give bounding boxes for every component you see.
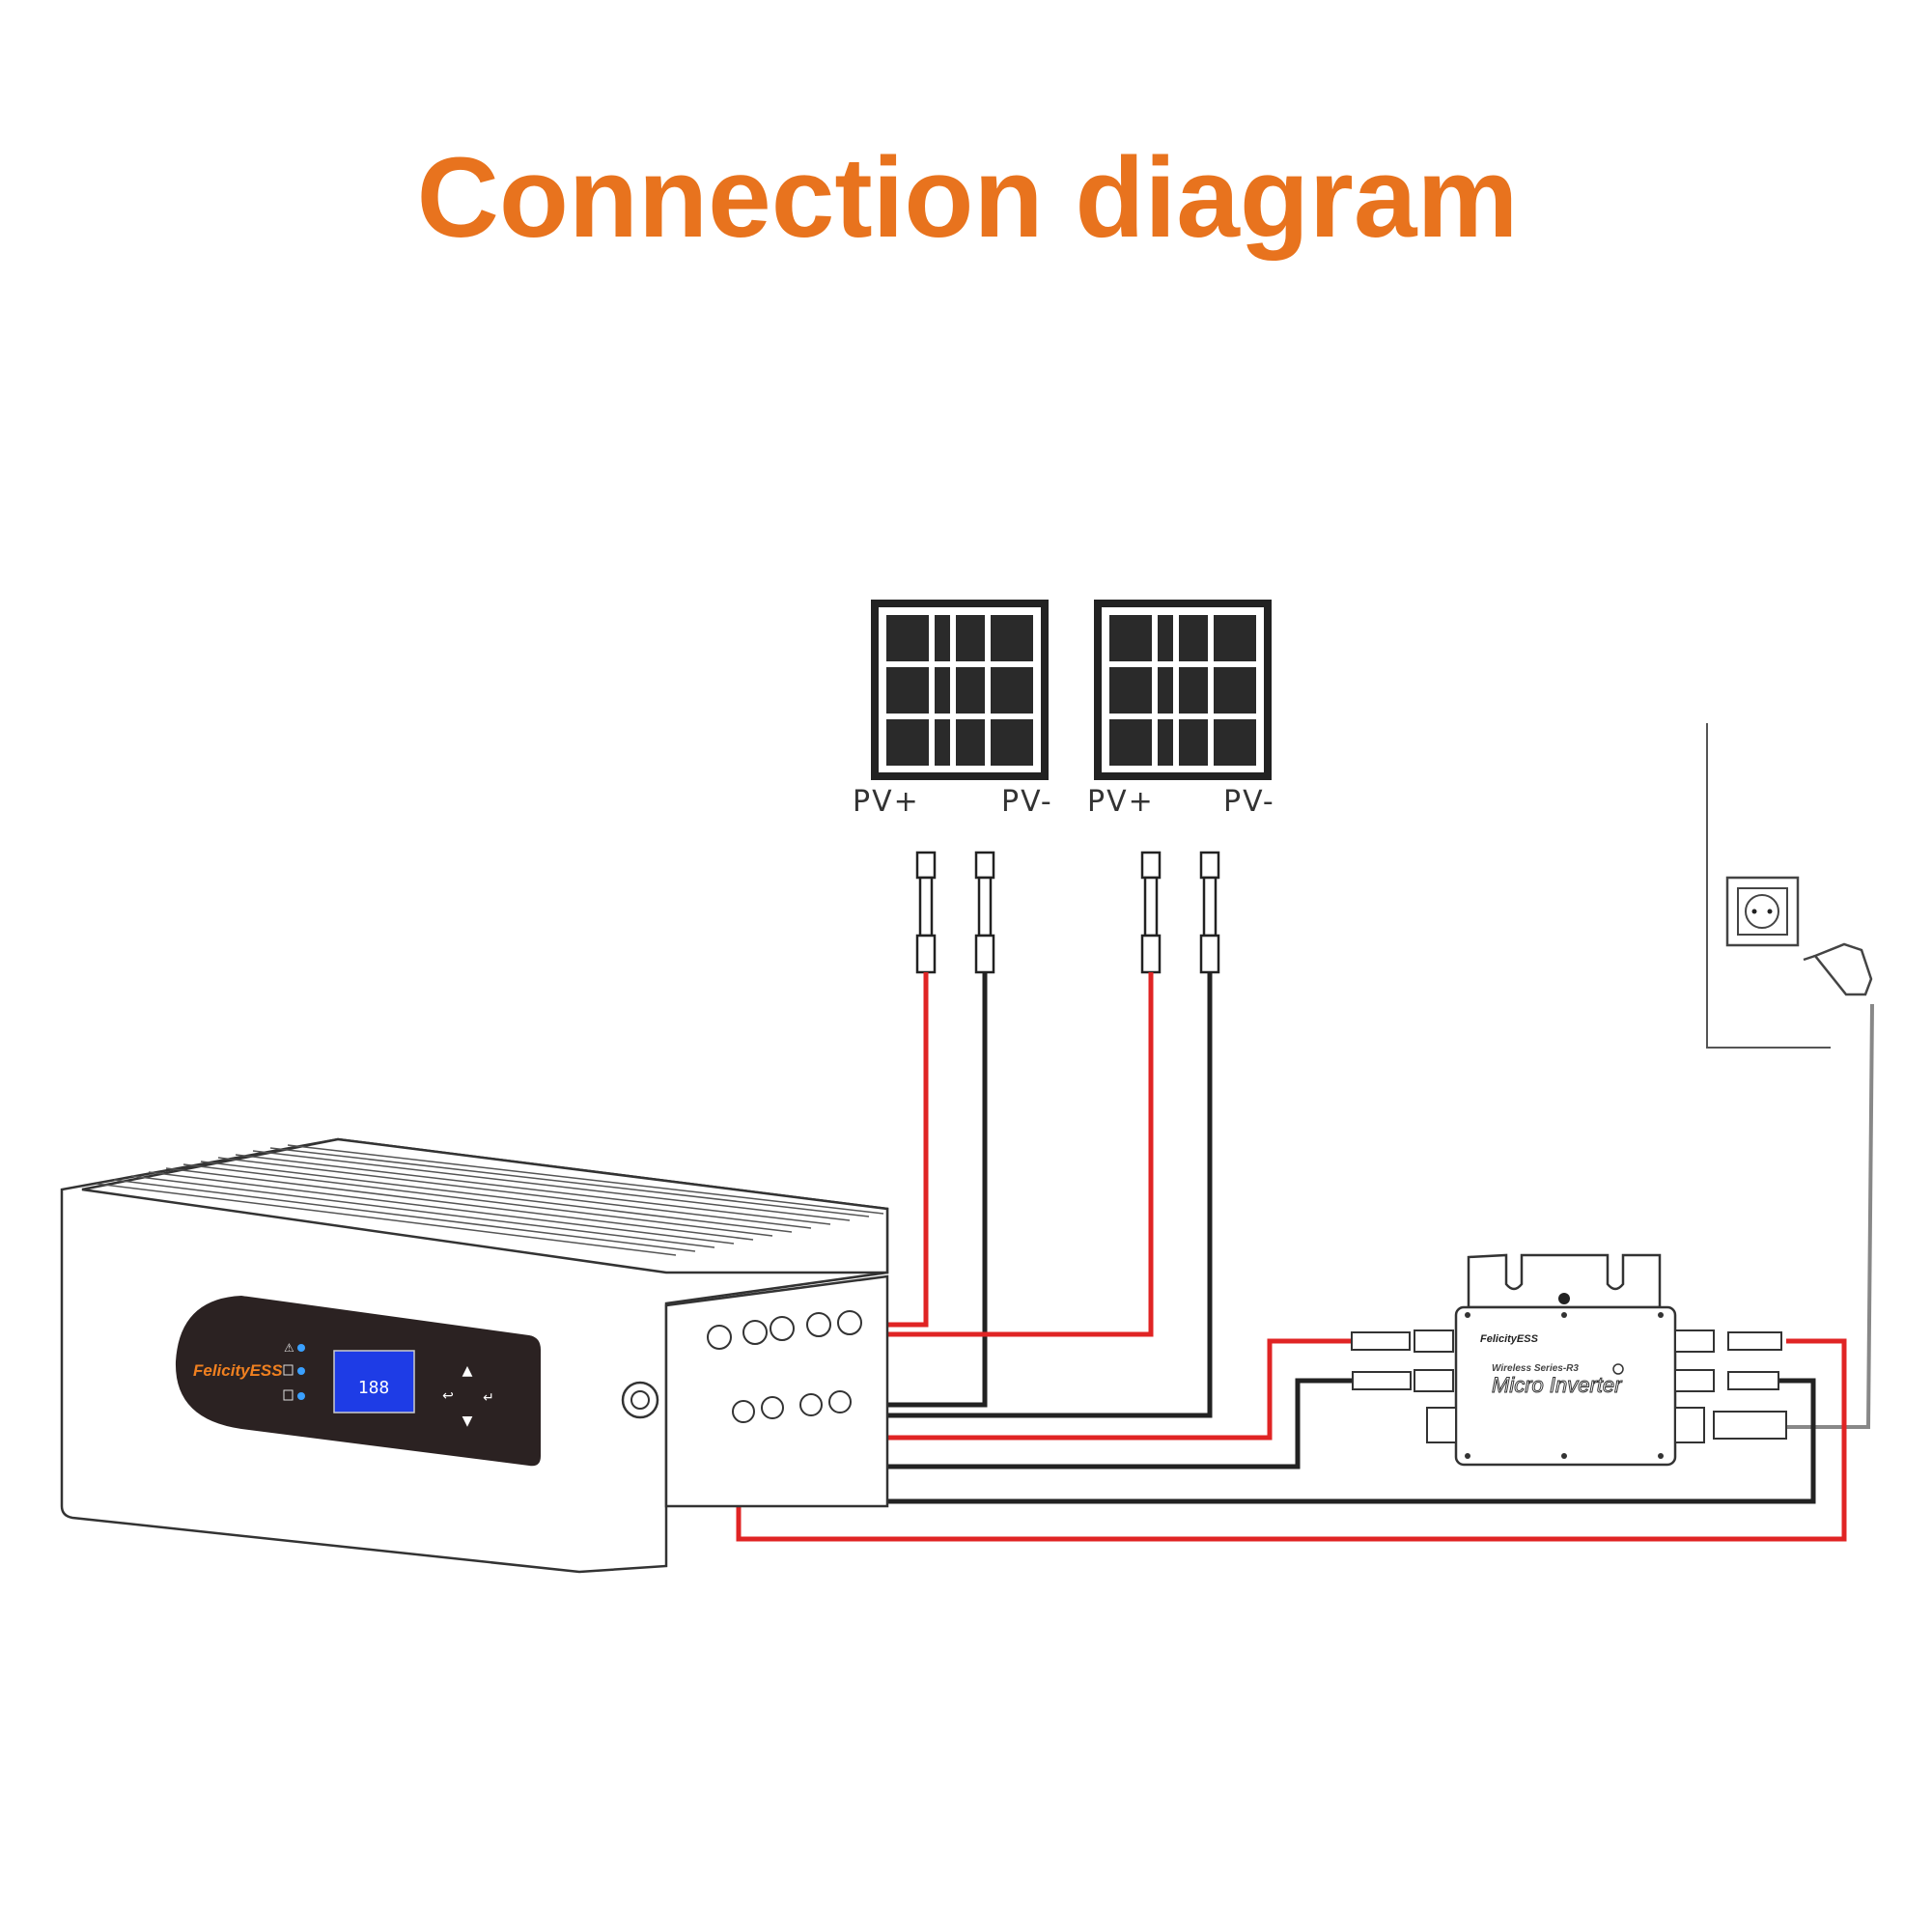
diagram-title: Connection diagram [417, 134, 1519, 262]
lcd-screen [333, 1350, 415, 1413]
solar-panel-1 [871, 600, 1049, 780]
down-button[interactable]: ▼ [462, 1413, 473, 1429]
side-connector-panel [664, 1274, 889, 1508]
ac-cord [1786, 1003, 1874, 1429]
panel-1-pv-minus-label: PV- [1001, 785, 1053, 819]
mc4-connector-icon [915, 851, 937, 974]
panel-2-pv-minus-label: PV- [1223, 785, 1275, 819]
ac-plug-icon [1803, 942, 1873, 996]
micro-inverter-brand-logo: FelicityESS [1480, 1333, 1539, 1345]
wall-socket-icon [1725, 876, 1800, 947]
panel-1-pv-plus-label: PV+ [853, 785, 920, 819]
status-leds: ⚠ [283, 1341, 305, 1401]
mc4-connector-icon [974, 851, 995, 974]
grid-icon [283, 1389, 294, 1401]
lcd-reading: 188 [358, 1378, 390, 1398]
mc4-connector-icon [1199, 851, 1220, 974]
status-led [1612, 1363, 1624, 1375]
mc4-connector-icon [1140, 851, 1162, 974]
power-button[interactable] [621, 1381, 659, 1419]
dc-terminals [707, 1310, 862, 1423]
micro-inverter-connectors [1351, 1329, 1787, 1443]
panel-2-pv-plus-label: PV+ [1087, 785, 1155, 819]
main-inverter-unit: FelicityESS ⚠ 188 ▲ ▼ ↩ ↵ [60, 1137, 889, 1574]
battery-icon [283, 1364, 294, 1376]
micro-inverter: FelicityESS Wireless Series-R3 Micro Inv… [1351, 1253, 1787, 1467]
up-button[interactable]: ▲ [462, 1363, 473, 1379]
mounting-bracket [1467, 1253, 1662, 1309]
wire-panel2-negative [830, 972, 1213, 1418]
wire-panel2-positive [853, 972, 1154, 1337]
wiring [736, 972, 1847, 1542]
micro-inverter-series: Wireless Series-R3 [1492, 1363, 1579, 1374]
enter-button[interactable]: ↵ [483, 1390, 494, 1406]
back-button[interactable]: ↩ [442, 1388, 454, 1404]
power-icon [630, 1390, 650, 1410]
solar-panel-2 [1094, 600, 1272, 780]
wall-outline [1706, 723, 1831, 1049]
micro-inverter-name: Micro Inverter [1492, 1373, 1623, 1397]
heatsink [81, 1137, 889, 1274]
mc4-connectors [915, 851, 1220, 974]
main-unit-brand-logo: FelicityESS [193, 1361, 283, 1380]
warning-icon: ⚠ [284, 1341, 294, 1355]
